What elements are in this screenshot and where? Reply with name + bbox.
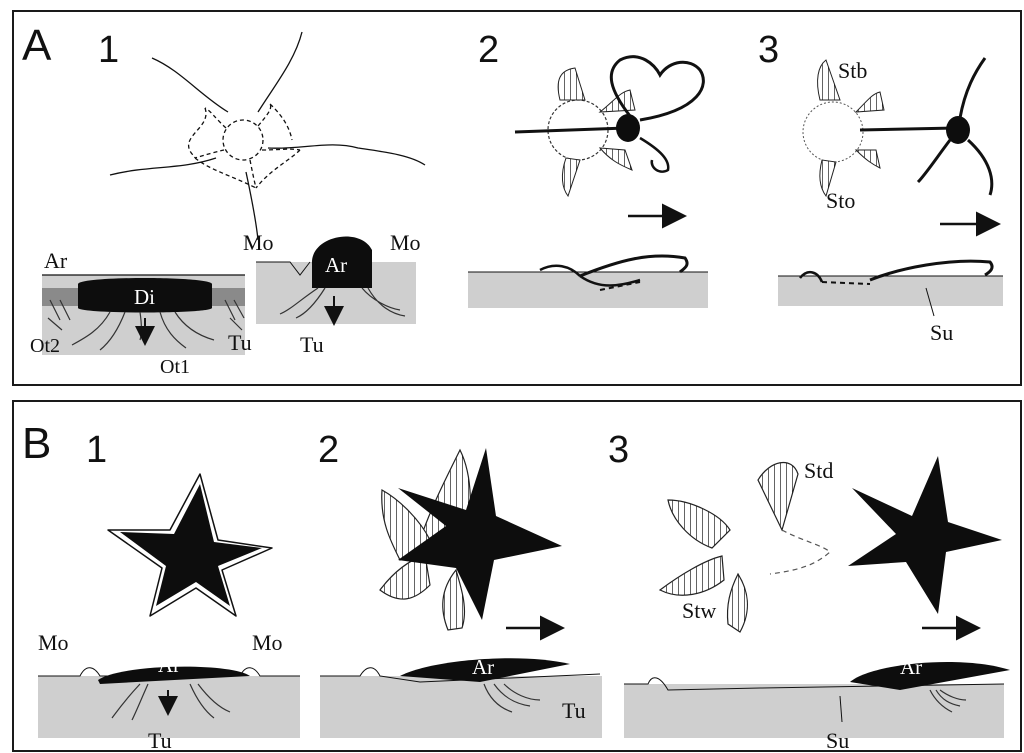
panel-a-stage-3: 3 <box>758 29 779 71</box>
label-a-ar: Ar <box>44 248 68 273</box>
a1-brittle-star-outline <box>110 32 425 240</box>
label-a-su: Su <box>930 320 953 345</box>
label-a-ot2: Ot2 <box>30 335 60 357</box>
label-a-tu2: Tu <box>300 332 324 357</box>
a2-ground-profile <box>468 256 708 308</box>
panel-a-stage-1: 1 <box>98 29 119 71</box>
label-a-mo: Mo <box>243 230 274 255</box>
panel-a-stage-2: 2 <box>478 29 499 71</box>
a3-brittle-star-moving <box>803 58 992 196</box>
label-a-mo2: Mo <box>390 230 421 255</box>
panel-a-label: A <box>22 21 52 70</box>
panel-b <box>12 400 1022 752</box>
label-a-ot1: Ot1 <box>160 356 190 378</box>
label-a-ar2: Ar <box>325 253 347 277</box>
a3-ground-profile <box>778 261 1003 316</box>
label-a-sto: Sto <box>826 188 855 213</box>
label-a-di: Di <box>134 285 155 309</box>
a2-brittle-star-moving <box>515 57 703 196</box>
label-a-stb: Stb <box>838 58 867 83</box>
label-a-tu: Tu <box>228 330 252 355</box>
